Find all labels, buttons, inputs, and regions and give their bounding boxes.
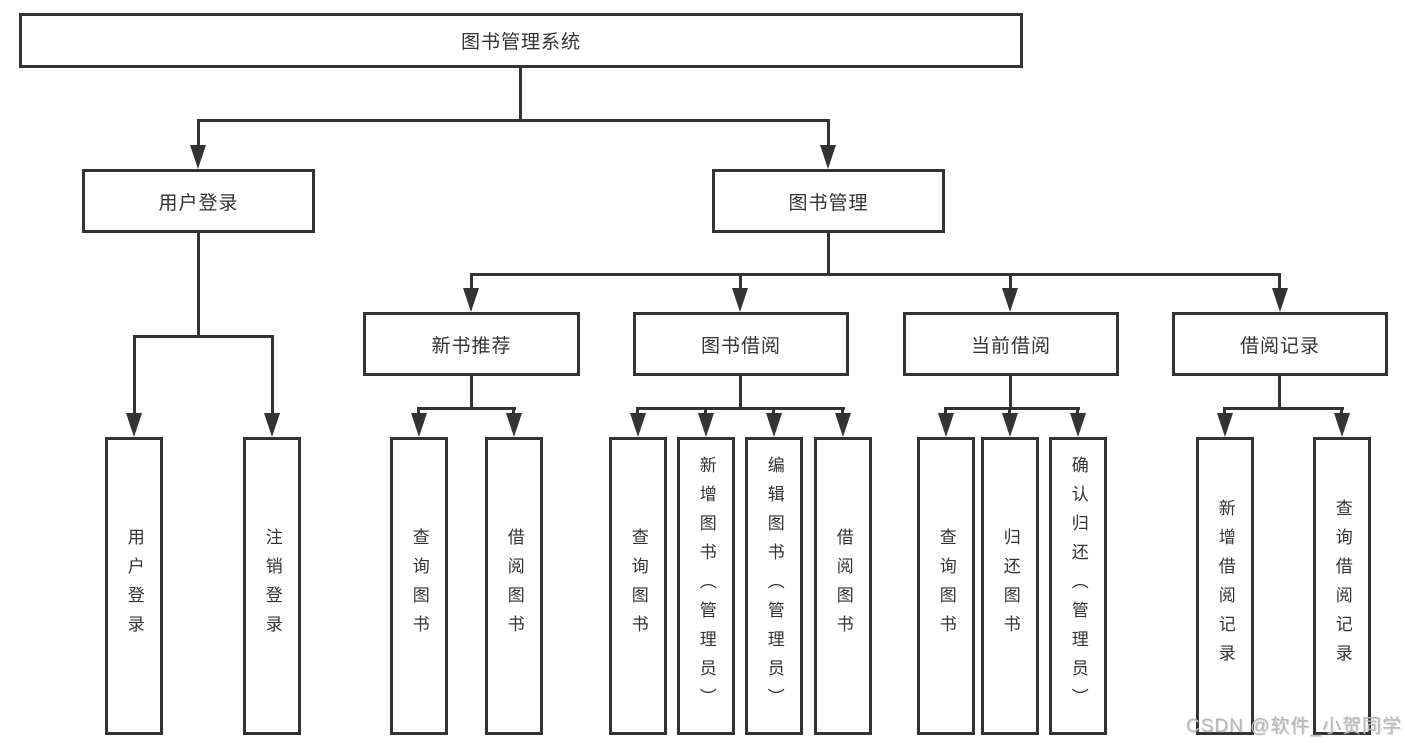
connector-line bbox=[739, 376, 742, 410]
leaf-label: 注销登录 bbox=[262, 528, 282, 644]
arrow-down-icon bbox=[1334, 413, 1350, 437]
leaf-label: 查询图书 bbox=[409, 528, 429, 644]
connector-line bbox=[636, 407, 845, 410]
leaf-borrow-books-recommend: 借阅图书 bbox=[485, 437, 543, 735]
connector-line bbox=[271, 335, 274, 415]
node-label: 当前借阅 bbox=[970, 335, 1051, 357]
watermark: CSDN @软件_小贺同学 bbox=[1186, 716, 1402, 737]
arrow-down-icon bbox=[1070, 413, 1086, 437]
leaf-logout: 注销登录 bbox=[243, 437, 301, 735]
arrow-down-icon bbox=[1272, 288, 1288, 312]
connector-line bbox=[1340, 407, 1343, 416]
connector-line bbox=[417, 407, 420, 416]
connector-line bbox=[1223, 407, 1344, 410]
leaf-label: 新增借阅记录 bbox=[1215, 499, 1235, 673]
leaf-label: 新增图书（管理员） bbox=[696, 455, 716, 717]
connector-line bbox=[470, 273, 473, 291]
leaf-label: 查询借阅记录 bbox=[1332, 499, 1352, 673]
arrow-down-icon bbox=[126, 413, 142, 437]
connector-line bbox=[704, 407, 707, 416]
leaf-label: 查询图书 bbox=[628, 528, 648, 644]
connector-line bbox=[827, 119, 830, 147]
connector-line bbox=[197, 119, 830, 122]
connector-line bbox=[636, 407, 639, 416]
leaf-label: 用户登录 bbox=[124, 528, 144, 644]
leaf-user-login: 用户登录 bbox=[105, 437, 163, 735]
arrow-down-icon bbox=[463, 288, 479, 312]
arrow-down-icon bbox=[820, 145, 836, 169]
arrow-down-icon bbox=[938, 413, 954, 437]
leaf-add-borrow-record: 新增借阅记录 bbox=[1196, 437, 1254, 735]
node-book-management: 图书管理 bbox=[712, 169, 945, 233]
leaf-label: 归还图书 bbox=[1000, 528, 1020, 644]
connector-line bbox=[470, 376, 473, 410]
connector-line bbox=[197, 119, 200, 147]
connector-line bbox=[739, 273, 742, 291]
arrow-down-icon bbox=[264, 413, 280, 437]
node-label: 用户登录 bbox=[158, 192, 239, 214]
node-library-management-system: 图书管理系统 bbox=[19, 13, 1023, 68]
node-label: 新书推荐 bbox=[431, 335, 512, 357]
connector-line bbox=[519, 68, 522, 122]
connector-line bbox=[1008, 407, 1011, 416]
connector-line bbox=[133, 335, 136, 415]
leaf-query-books-current: 查询图书 bbox=[917, 437, 975, 735]
node-new-book-recommend: 新书推荐 bbox=[363, 312, 580, 376]
arrow-down-icon bbox=[835, 413, 851, 437]
connector-line bbox=[1076, 407, 1079, 416]
connector-line bbox=[470, 273, 1281, 276]
connector-line bbox=[133, 335, 274, 338]
leaf-edit-books-admin: 编辑图书（管理员） bbox=[745, 437, 803, 735]
node-label: 借阅记录 bbox=[1239, 335, 1320, 357]
connector-line bbox=[1223, 407, 1226, 416]
arrow-down-icon bbox=[1002, 413, 1018, 437]
connector-line bbox=[841, 407, 844, 416]
node-label: 图书管理 bbox=[788, 192, 869, 214]
leaf-query-books-recommend: 查询图书 bbox=[390, 437, 448, 735]
node-label: 图书借阅 bbox=[700, 335, 781, 357]
leaf-label: 借阅图书 bbox=[833, 528, 853, 644]
connector-line bbox=[772, 407, 775, 416]
connector-line bbox=[512, 407, 515, 416]
leaf-label: 查询图书 bbox=[936, 528, 956, 644]
arrow-down-icon bbox=[506, 413, 522, 437]
arrow-down-icon bbox=[411, 413, 427, 437]
connector-line bbox=[1278, 376, 1281, 410]
node-book-borrowing: 图书借阅 bbox=[633, 312, 849, 376]
arrow-down-icon bbox=[698, 413, 714, 437]
node-user-login: 用户登录 bbox=[82, 169, 315, 233]
connector-line bbox=[827, 233, 830, 276]
connector-line bbox=[1009, 376, 1012, 410]
leaf-query-borrow-record: 查询借阅记录 bbox=[1313, 437, 1371, 735]
connector-line bbox=[1278, 273, 1281, 291]
arrow-down-icon bbox=[766, 413, 782, 437]
leaf-return-books: 归还图书 bbox=[981, 437, 1039, 735]
connector-line bbox=[417, 407, 516, 410]
connector-line bbox=[197, 233, 200, 338]
arrow-down-icon bbox=[1002, 288, 1018, 312]
leaf-borrow-books: 借阅图书 bbox=[814, 437, 872, 735]
arrow-down-icon bbox=[1217, 413, 1233, 437]
leaf-label: 编辑图书（管理员） bbox=[764, 455, 784, 717]
connector-line bbox=[944, 407, 1080, 410]
leaf-add-books-admin: 新增图书（管理员） bbox=[677, 437, 735, 735]
node-label: 图书管理系统 bbox=[460, 32, 581, 53]
arrow-down-icon bbox=[732, 288, 748, 312]
connector-line bbox=[944, 407, 947, 416]
node-borrowing-records: 借阅记录 bbox=[1172, 312, 1388, 376]
connector-line bbox=[1009, 273, 1012, 291]
leaf-confirm-return-admin: 确认归还（管理员） bbox=[1049, 437, 1107, 735]
leaf-label: 借阅图书 bbox=[504, 528, 524, 644]
arrow-down-icon bbox=[630, 413, 646, 437]
node-current-borrowing: 当前借阅 bbox=[903, 312, 1119, 376]
leaf-query-books-borrowing: 查询图书 bbox=[609, 437, 667, 735]
leaf-label: 确认归还（管理员） bbox=[1068, 455, 1088, 717]
arrow-down-icon bbox=[190, 145, 206, 169]
